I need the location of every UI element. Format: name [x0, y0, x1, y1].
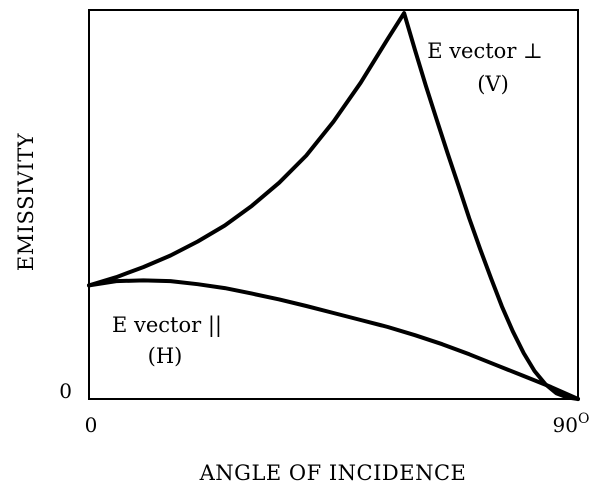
- series-v-curve: [87, 11, 580, 401]
- x-tick-90-degree: O: [578, 411, 589, 427]
- series-h-label-line1: E vector ||: [112, 313, 222, 338]
- plot-frame: [88, 9, 579, 400]
- y-axis-title: EMISSIVITY: [14, 132, 38, 271]
- x-axis-title: ANGLE OF INCIDENCE: [199, 461, 467, 485]
- x-tick-90-value: 90: [553, 413, 578, 437]
- series-group: [87, 11, 580, 401]
- series-h-curve: [87, 278, 580, 401]
- series-h-label-line2: (H): [148, 344, 183, 368]
- x-tick-90: 90O: [553, 411, 590, 437]
- x-tick-0: 0: [85, 413, 98, 437]
- y-tick-0: 0: [59, 379, 72, 403]
- series-v-label-line1: E vector ⊥: [427, 39, 543, 63]
- series-v-label-line2: (V): [477, 72, 509, 96]
